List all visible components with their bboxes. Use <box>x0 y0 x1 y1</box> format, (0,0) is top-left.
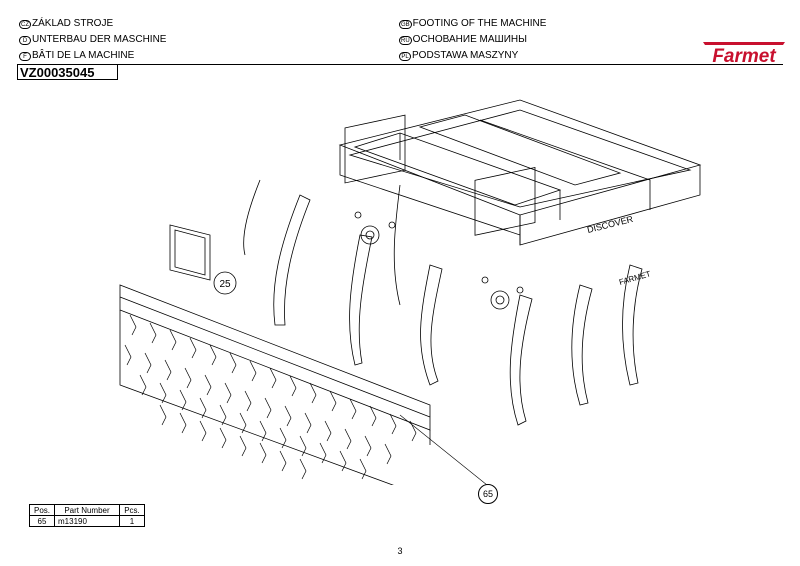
header-text-cz: ZÁKLAD STROJE <box>32 18 114 29</box>
header-line-d: D UNTERBAU DER MASCHINE <box>19 34 166 46</box>
roller-teeth <box>124 314 417 480</box>
logo-text: Farmet <box>712 46 776 66</box>
parts-table: Pos. Part Number Pcs. 65 m13190 1 <box>29 504 145 527</box>
lang-badge-pl: PL <box>399 51 411 61</box>
main-frame <box>338 99 702 246</box>
side-label: FARMET <box>618 269 652 287</box>
lang-badge-gb: GB <box>399 19 412 29</box>
machine-drawing: 25 DISCOVER FARMET <box>119 99 702 485</box>
header-text-gb: FOOTING OF THE MACHINE <box>412 18 547 29</box>
parts-table-header: Pos. Part Number Pcs. <box>29 504 145 516</box>
drawing-code: VZ00035045 <box>17 64 118 80</box>
page-number: 3 <box>397 546 403 556</box>
col-header-pcs: Pcs. <box>119 504 145 516</box>
lang-badge-f: F <box>19 51 31 61</box>
col-header-part-number: Part Number <box>54 504 120 516</box>
header-divider <box>17 64 783 65</box>
header-text-f: BÂTI DE LA MACHINE <box>32 50 135 61</box>
front-board: 25 <box>169 224 237 295</box>
col-header-pos: Pos. <box>29 504 55 516</box>
header-text-d: UNTERBAU DER MASCHINE <box>32 34 167 45</box>
callout-leader <box>399 414 488 485</box>
frame-labels: DISCOVER FARMET <box>586 214 652 287</box>
spring-plates <box>344 114 536 310</box>
farmet-logo: Farmet <box>703 42 785 66</box>
lang-badge-d: D <box>19 35 31 45</box>
header-line-gb: GB FOOTING OF THE MACHINE <box>399 18 546 30</box>
frame-label: DISCOVER <box>586 214 635 235</box>
table-row: 65 m13190 1 <box>29 515 145 527</box>
header-text-ru: ОСНОВАНИЕ МАШИНЫ <box>412 34 527 45</box>
cell-part-number: m13190 <box>54 515 120 527</box>
lang-badge-ru: RU <box>399 35 412 45</box>
cell-pcs: 1 <box>119 515 145 527</box>
header-text-pl: PODSTAWA MASZYNY <box>412 50 519 61</box>
tines <box>243 179 643 426</box>
callout-65: 65 <box>478 484 498 504</box>
header-line-ru: RU ОСНОВАНИЕ МАШИНЫ <box>399 34 527 46</box>
lang-badge-cz: CZ <box>19 19 31 29</box>
header-line-f: F BÂTI DE LA MACHINE <box>19 50 134 62</box>
header-line-pl: PL PODSTAWA MASZYNY <box>399 50 518 62</box>
cell-pos: 65 <box>29 515 55 527</box>
packer-roller <box>119 284 431 485</box>
side-number-label: 25 <box>219 279 231 290</box>
header-line-cz: CZ ZÁKLAD STROJE <box>19 18 113 30</box>
